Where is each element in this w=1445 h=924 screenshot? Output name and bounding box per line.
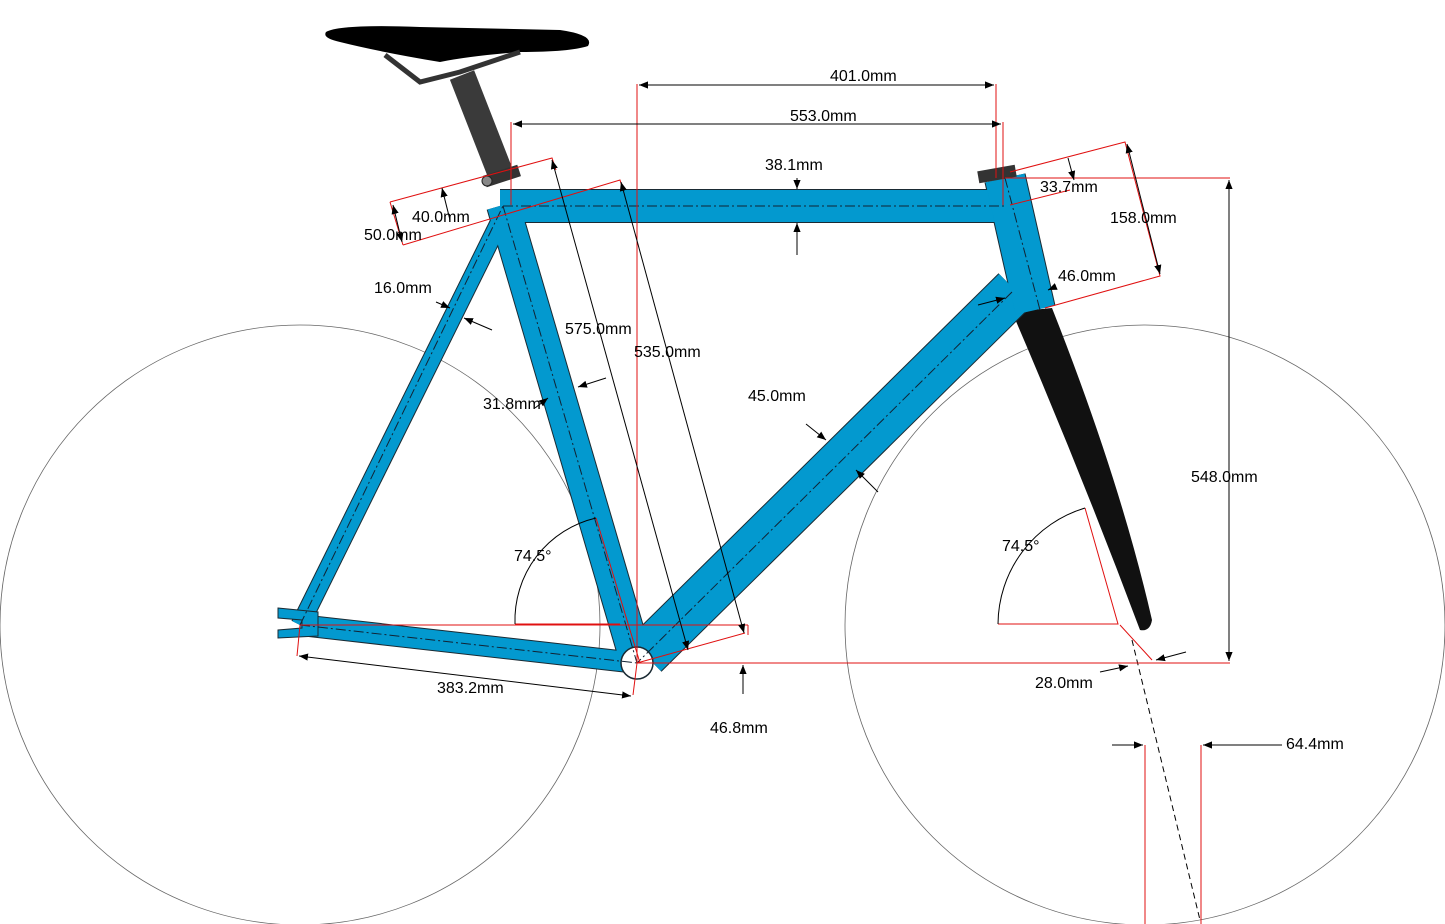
label-38-1: 38.1mm [765, 157, 823, 174]
label-553: 553.0mm [790, 108, 857, 125]
rear-dropout [277, 607, 319, 639]
fork [1012, 308, 1152, 631]
saddle-rails [383, 49, 521, 85]
head-angle-arc [997, 507, 1086, 625]
dimension-labels: 401.0mm 553.0mm 38.1mm 33.7mm 158.0mm 40… [364, 68, 1344, 753]
label-46-8: 46.8mm [710, 720, 768, 737]
label-401: 401.0mm [830, 68, 897, 85]
label-46: 46.0mm [1058, 268, 1116, 285]
label-575: 575.0mm [565, 321, 632, 338]
label-548: 548.0mm [1191, 469, 1258, 486]
label-40: 40.0mm [412, 209, 470, 226]
label-50: 50.0mm [364, 227, 422, 244]
seat-stay [292, 211, 511, 629]
seat-clamp-bolt [481, 175, 493, 187]
label-31-8: 31.8mm [483, 396, 541, 413]
front-wheel [844, 324, 1445, 924]
headset-cap [977, 164, 1017, 184]
label-64-4: 64.4mm [1286, 736, 1344, 753]
head-tube [985, 173, 1055, 315]
label-head-angle: 74.5° [1002, 538, 1040, 555]
label-16: 16.0mm [374, 280, 432, 297]
label-seat-angle: 74.5° [514, 548, 552, 565]
seatpost [449, 70, 516, 185]
label-383-2: 383.2mm [437, 680, 504, 697]
label-535: 535.0mm [634, 344, 701, 361]
label-33-7: 33.7mm [1040, 179, 1098, 196]
label-158: 158.0mm [1110, 210, 1177, 227]
saddle [325, 26, 590, 63]
dimension-arrows [298, 81, 1282, 749]
label-28: 28.0mm [1035, 675, 1093, 692]
label-45: 45.0mm [748, 388, 806, 405]
